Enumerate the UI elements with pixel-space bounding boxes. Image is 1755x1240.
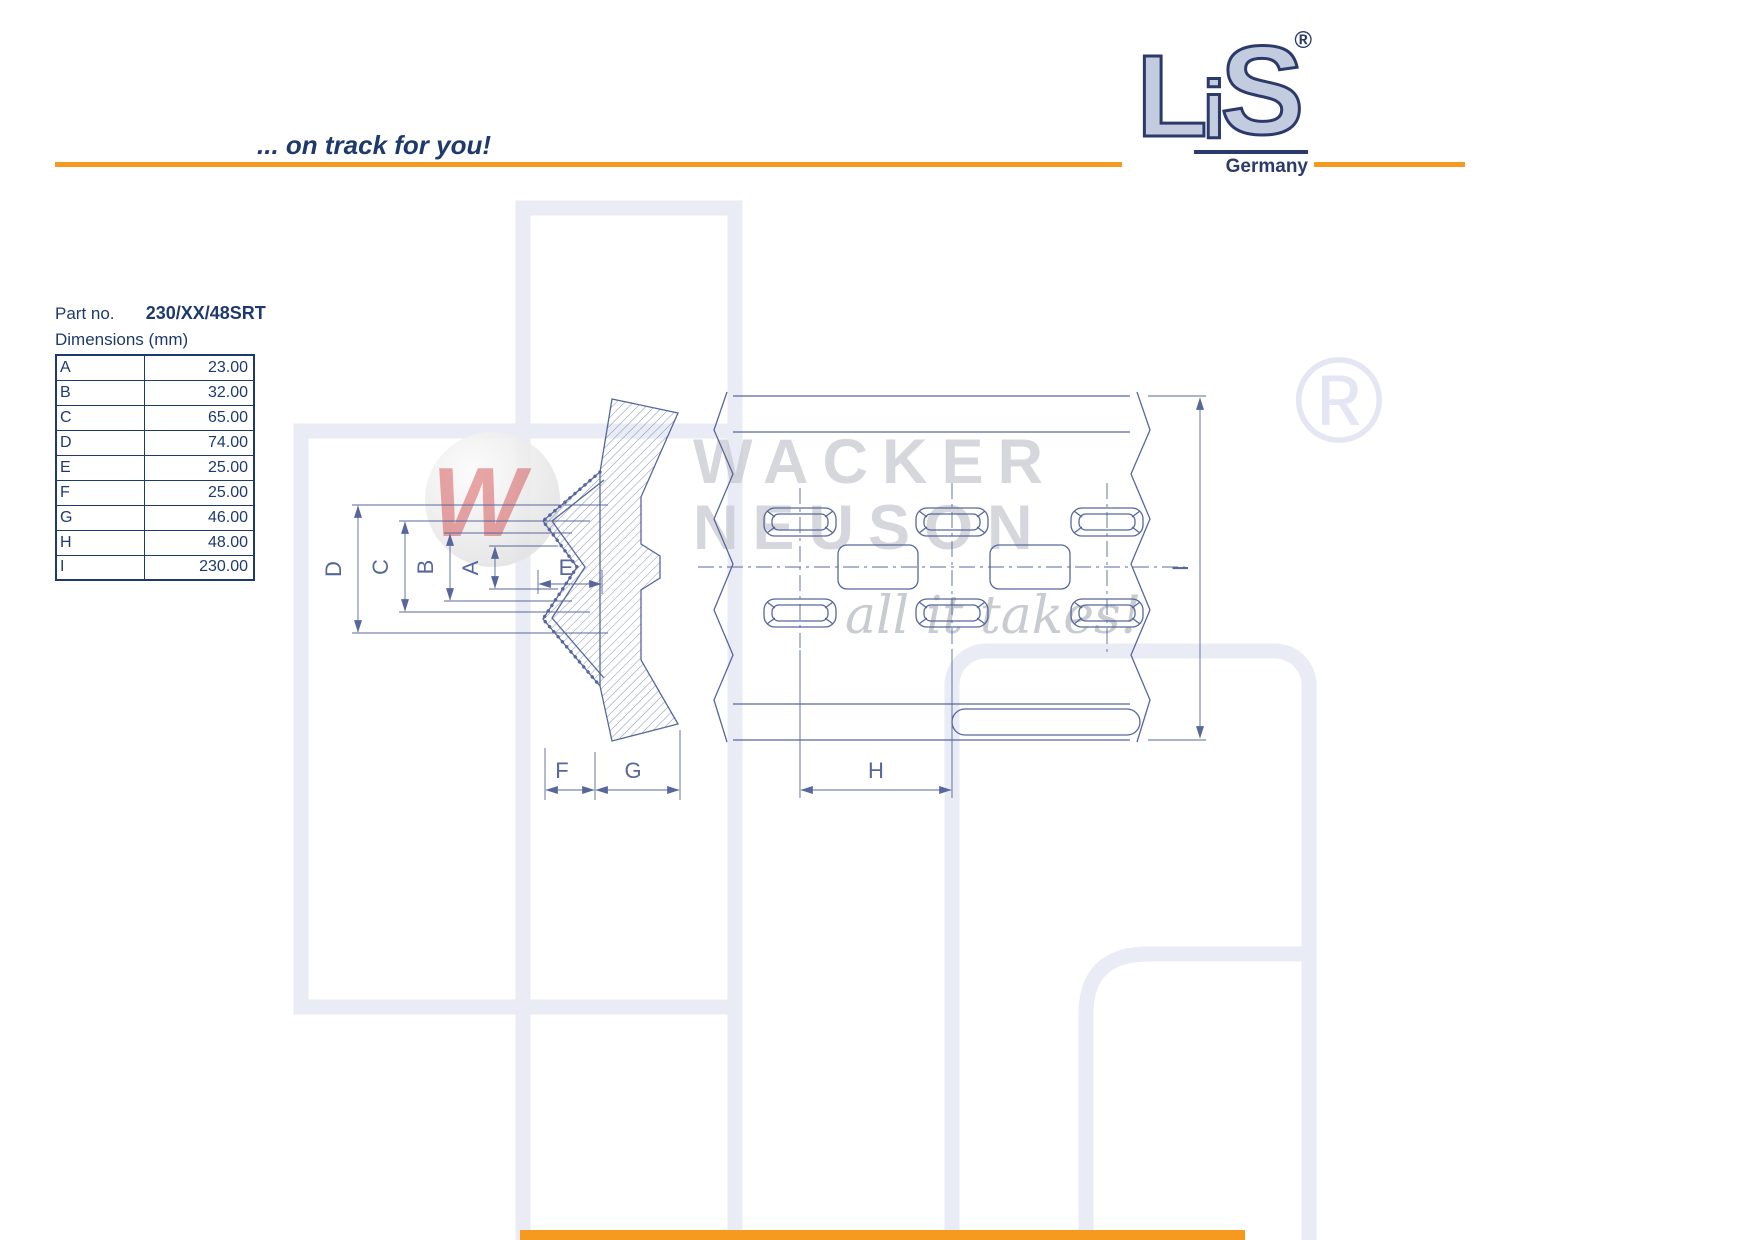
table-row: I 230.00	[55, 554, 255, 581]
part-number: 230/XX/48SRT	[145, 303, 266, 323]
dim-key: F	[55, 479, 145, 506]
watermark-s-square	[944, 643, 1317, 1240]
part-number-line: Part no. 230/XX/48SRT	[55, 303, 266, 324]
table-row: A 23.00	[55, 354, 255, 381]
cross-section-dimensions	[352, 504, 681, 800]
dim-key: C	[55, 404, 145, 431]
dim-key: A	[55, 354, 145, 381]
dim-value: 25.00	[143, 454, 255, 481]
cross-section-profile	[542, 398, 679, 742]
dim-label-g: G	[624, 758, 641, 783]
part-no-label: Part no.	[55, 304, 115, 323]
table-row: E 25.00	[55, 454, 255, 481]
dim-value: 48.00	[143, 529, 255, 556]
dim-label-b: B	[413, 560, 438, 575]
dim-value: 32.00	[143, 379, 255, 406]
dimensions-label: Dimensions (mm)	[55, 330, 189, 349]
logo-letter-i: i	[1201, 64, 1227, 156]
break-line-left	[713, 391, 734, 743]
watermark-registered-mark: ®	[1294, 332, 1384, 468]
break-line-right	[1130, 391, 1151, 743]
dim-key: I	[55, 554, 145, 581]
tread-edge-dots	[540, 470, 602, 688]
table-row: H 48.00	[55, 529, 255, 556]
table-row: F 25.00	[55, 479, 255, 506]
dim-value: 74.00	[143, 429, 255, 456]
logo-letter-l: L	[1135, 30, 1209, 161]
dim-key: H	[55, 529, 145, 556]
watermark-l-square	[293, 423, 743, 1015]
dim-label-a: A	[458, 560, 483, 575]
header-rule	[55, 162, 1465, 167]
dim-key: D	[55, 429, 145, 456]
part-info-block: Part no. 230/XX/48SRT Dimensions (mm) A …	[55, 303, 266, 581]
logo-registered-mark: ®	[1294, 27, 1312, 54]
dimension-labels-right: H I	[868, 565, 1193, 783]
wordmark-line-1: WACKER	[693, 427, 1057, 497]
tread-inner-line	[551, 479, 605, 679]
dim-value: 23.00	[143, 354, 255, 381]
watermark-s-hook	[1078, 946, 1309, 1240]
dim-label-e: E	[559, 555, 574, 580]
wordmark-line-2: NEUSON	[693, 492, 1047, 563]
dim-value: 230.00	[143, 554, 255, 581]
dim-label-c: C	[368, 559, 393, 575]
dimensions-table: A 23.00 B 32.00 C 65.00 D 74.00 E 25.0	[55, 354, 255, 581]
dim-value: 65.00	[143, 404, 255, 431]
dim-label-f: F	[555, 758, 568, 783]
bottom-groove	[951, 708, 1141, 736]
plan-view	[713, 391, 1151, 743]
dim-key: B	[55, 379, 145, 406]
lis-logo-letters: L i S ®	[1128, 20, 1312, 161]
table-row: C 65.00	[55, 404, 255, 431]
dim-value: 46.00	[143, 504, 255, 531]
bottom-accent-bar	[520, 1230, 1245, 1240]
lis-logo: L i S ® Germany	[1122, 20, 1314, 182]
plan-view-centerlines	[698, 483, 1185, 652]
dim-key: G	[55, 504, 145, 531]
dim-label-d: D	[321, 561, 346, 577]
dim-key: E	[55, 454, 145, 481]
dim-label-i: I	[1168, 565, 1193, 571]
logo-letter-s: S	[1219, 20, 1306, 161]
table-row: D 74.00	[55, 429, 255, 456]
tagline: ... on track for you!	[257, 130, 492, 160]
table-row: B 32.00	[55, 379, 255, 406]
table-row: G 46.00	[55, 504, 255, 531]
cross-section-view	[540, 398, 679, 742]
dim-value: 25.00	[143, 479, 255, 506]
wacker-neuson-slogan: all it takes!	[845, 586, 1142, 646]
dimension-labels-left: D C B A E F G	[321, 555, 642, 783]
wacker-neuson-wordmark: WACKER NEUSON	[693, 427, 1057, 563]
plan-view-dimensions	[799, 395, 1206, 798]
logo-country: Germany	[1194, 149, 1308, 178]
dim-label-h: H	[868, 758, 884, 783]
